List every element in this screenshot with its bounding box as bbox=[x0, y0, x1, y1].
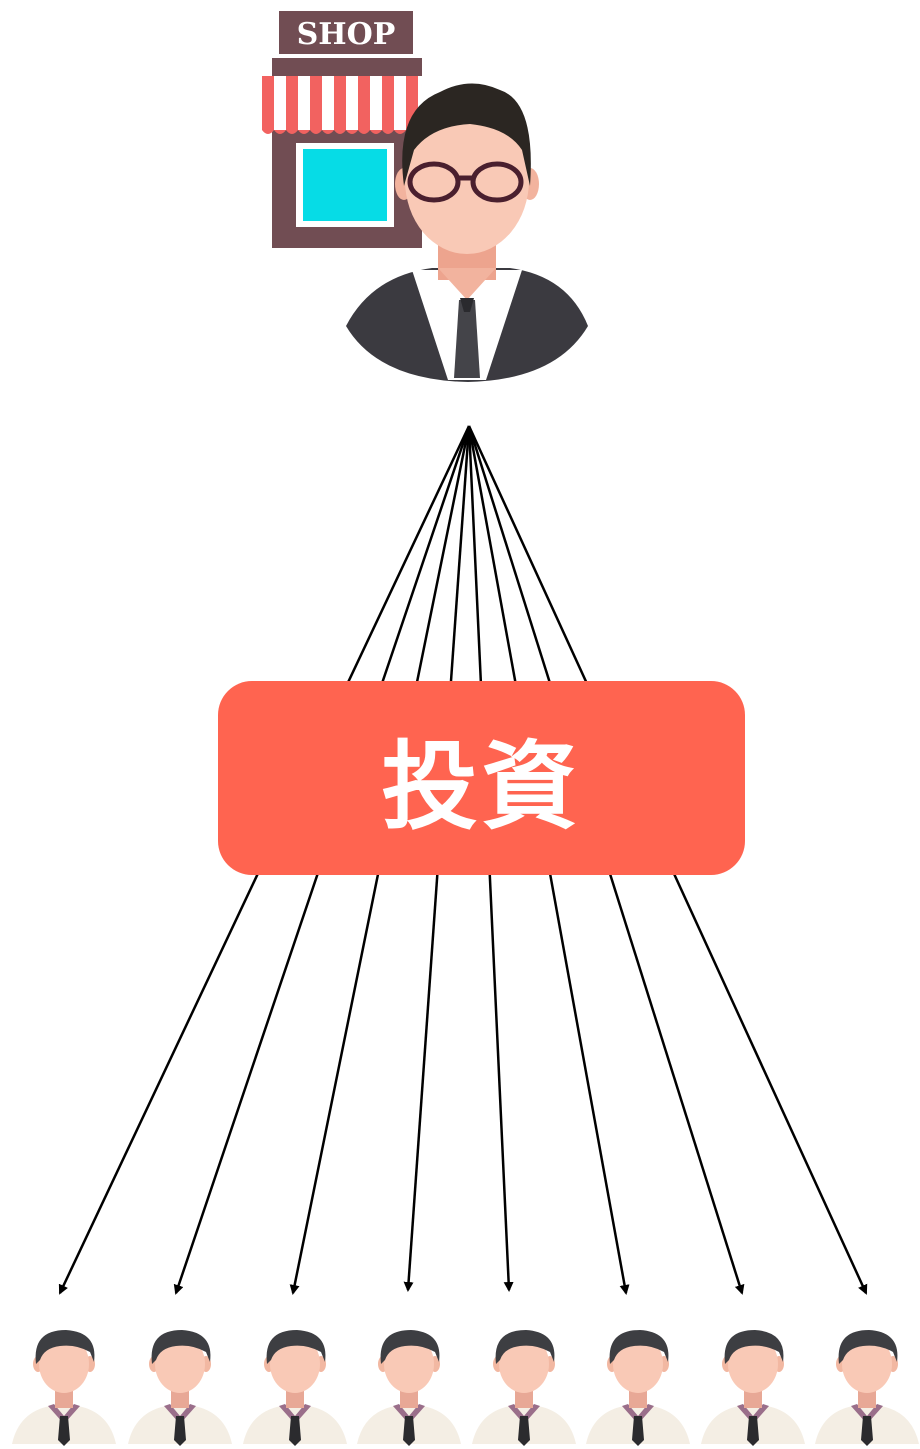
shop-sign-text: SHOP bbox=[297, 17, 396, 52]
glasses-icon bbox=[407, 161, 524, 203]
investment-label: 投資 bbox=[381, 730, 582, 843]
investment-label-box: 投資 bbox=[218, 681, 745, 875]
person-icon bbox=[586, 1330, 690, 1446]
person-icon bbox=[12, 1330, 116, 1446]
shop-owner-icon bbox=[346, 83, 588, 382]
person-icon bbox=[128, 1330, 232, 1446]
shop-sign bbox=[279, 11, 413, 54]
person-icon bbox=[357, 1330, 461, 1446]
person-icon bbox=[815, 1330, 919, 1446]
investor-row bbox=[12, 1330, 919, 1446]
shop-awning bbox=[262, 76, 432, 134]
person-icon bbox=[472, 1330, 576, 1446]
person-icon bbox=[701, 1330, 805, 1446]
person-icon bbox=[243, 1330, 347, 1446]
shop-icon: SHOP bbox=[262, 11, 432, 248]
